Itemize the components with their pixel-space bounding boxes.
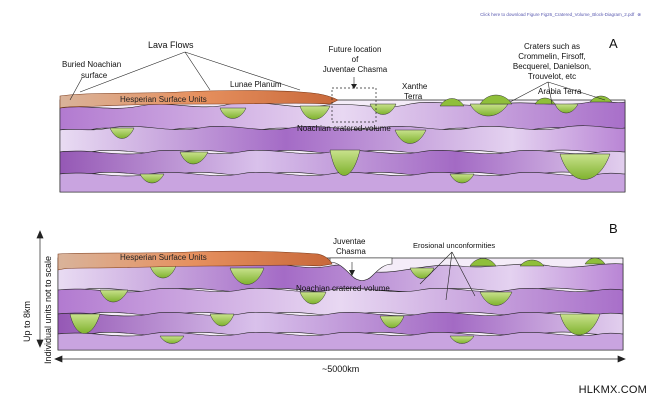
horizontal-axis-label: ~5000km xyxy=(322,364,360,374)
vertical-axis-label-2: Individual units not to scale xyxy=(43,255,53,364)
panel-a-hesperian-lava xyxy=(59,90,339,109)
label-hesperian-a: Hesperian Surface Units xyxy=(120,95,207,104)
label-lunae-planum: Lunae Planum xyxy=(230,80,282,89)
vertical-axis-arrow-down xyxy=(36,339,44,348)
label-future-location-1: Future location xyxy=(328,45,382,54)
horizontal-axis-arrow-right xyxy=(617,355,626,363)
label-xanthe-2: Terra xyxy=(404,92,423,101)
label-craters-4: Trouvelot, etc xyxy=(527,72,577,81)
panel-a-letter: A xyxy=(609,36,618,51)
panel-b-layer-3 xyxy=(57,311,624,337)
axes xyxy=(36,230,626,363)
label-buried-surface: surface xyxy=(81,71,108,80)
panel-a-surface-mounds xyxy=(439,94,613,107)
panel-a-leaders xyxy=(69,51,606,105)
label-noachian-b: Noachian cratered-volume xyxy=(296,284,390,293)
label-erosional: Erosional unconformities xyxy=(413,241,496,250)
label-buried-noachian: Buried Noachian xyxy=(62,60,122,69)
vertical-axis-label-1: Up to 8km xyxy=(22,300,32,342)
label-juventae-1: Juventae xyxy=(333,237,366,246)
label-noachian-a: Noachian cratered-volume xyxy=(297,124,391,133)
horizontal-axis-arrow-left xyxy=(54,355,63,363)
panel-b-leaders xyxy=(351,251,476,301)
panel-b-craters xyxy=(69,265,601,344)
panel-b-block xyxy=(57,250,624,351)
label-future-location-3: Juventae Chasma xyxy=(322,65,388,74)
download-link-text[interactable]: Click here to download Figure Fig26_Crat… xyxy=(480,12,635,17)
label-hesperian-b: Hesperian Surface Units xyxy=(120,253,207,262)
panel-b-hesperian-lava xyxy=(57,250,333,271)
download-figure-link[interactable]: Click here to download Figure Fig26_Crat… xyxy=(480,12,641,18)
label-juventae-2: Chasma xyxy=(336,247,366,256)
watermark: HLKMX.COM xyxy=(578,384,647,396)
panel-b-letter: B xyxy=(609,221,618,236)
panel-b-juventae-notch xyxy=(329,257,393,281)
juventae-arrow xyxy=(349,270,355,276)
close-icon[interactable]: ⊗ xyxy=(637,12,641,17)
label-craters-1: Craters such as xyxy=(523,42,581,51)
label-arabia-terra: Arabia Terra xyxy=(538,87,582,96)
panel-b-surface-mounds xyxy=(469,257,606,267)
label-lava-flows: Lava Flows xyxy=(148,40,194,50)
panel-b-layer-4 xyxy=(57,331,624,351)
panel-a-craters xyxy=(109,103,611,184)
panel-a-block xyxy=(59,51,626,193)
vertical-axis-arrow-up xyxy=(36,230,44,239)
panel-a-layer-4 xyxy=(59,171,626,193)
label-craters-2: Crommelin, Firsoff, xyxy=(518,52,586,61)
future-juventae-arrow xyxy=(351,84,357,89)
label-future-location-2: of xyxy=(351,55,359,64)
label-craters-3: Becquerel, Danielson, xyxy=(512,62,592,71)
label-xanthe-1: Xanthe xyxy=(402,82,428,91)
